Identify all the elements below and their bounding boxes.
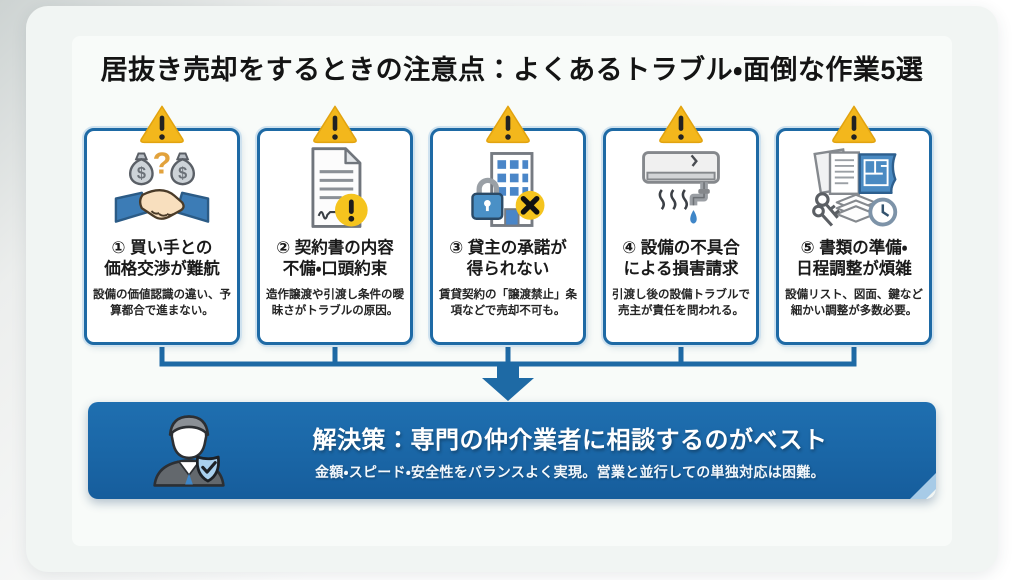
solution-title: 解決策：専門の仲介業者に相談するのがベスト — [312, 426, 828, 454]
trouble-card-3: ③ 貸主の承諾が 得られない 賃貸契約の「譲渡禁止」条項などで売却不可も。 — [430, 105, 586, 345]
documents-schedule-icon — [812, 148, 898, 227]
trouble-card-1: $ $ ? ① 買い手との 価格交渉が難航 設備の価値認識の違い、予算都合で進ま… — [84, 105, 240, 345]
card-description: 引渡し後の設備トラブルで売主が責任を問われる。 — [612, 289, 750, 318]
aircon-damage-icon — [642, 151, 720, 224]
card-description: 設備リスト、図面、鍵など細かい調整が多数必要。 — [785, 289, 923, 318]
solution-banner: 解決策：専門の仲介業者に相談するのがベスト 金額・スピード・安全性をバランスよく… — [88, 402, 936, 499]
solution-subtitle: 金額・スピード・安全性をバランスよく実現。営業と並行しての単独対応は困難。 — [315, 463, 825, 480]
card-title: ① 買い手との 価格交渉が難航 — [104, 239, 220, 279]
warning-triangle-icon — [140, 105, 184, 144]
warning-triangle-icon — [313, 105, 357, 144]
trouble-card-2: ② 契約書の内容 不備・口頭約束 造作譲渡や引渡し条件の曖昧さがトラブルの原因。 — [257, 105, 413, 345]
card-title: ③ 貸主の承諾が 得られない — [449, 239, 567, 279]
solution-text-block: 解決策：専門の仲介業者に相談するのがベスト 金額・スピード・安全性をバランスよく… — [234, 420, 936, 482]
card-title: ② 契約書の内容 不備・口頭約束 — [276, 239, 394, 279]
down-arrow-icon — [482, 364, 534, 401]
building-lock-icon — [471, 152, 545, 227]
page-curl-tip — [926, 489, 936, 499]
consultant-shield-icon — [153, 414, 225, 487]
warning-triangle-icon — [832, 105, 876, 144]
svg-text:$: $ — [178, 164, 187, 182]
card-title: ④ 設備の不具合 による損害請求 — [622, 239, 740, 279]
svg-text:?: ? — [153, 146, 172, 181]
contract-warning-icon — [311, 147, 368, 228]
card-title: ⑤ 書類の準備・ 日程調整が煩雑 — [796, 239, 912, 279]
card-description: 設備の価値認識の違い、予算都合で進まない。 — [93, 289, 231, 318]
card-description: 賃貸契約の「譲渡禁止」条項などで売却不可も。 — [439, 289, 577, 318]
svg-text:$: $ — [137, 164, 146, 182]
connector-lines — [159, 342, 857, 401]
trouble-card-5: ⑤ 書類の準備・ 日程調整が煩雑 設備リスト、図面、鍵など細かい調整が多数必要。 — [776, 105, 932, 345]
trouble-card-4: ④ 設備の不具合 による損害請求 引渡し後の設備トラブルで売主が責任を問われる。 — [603, 105, 759, 345]
page-title: 居抜き売却をするときの注意点：よくあるトラブル・面倒な作業5選 — [100, 55, 924, 85]
warning-triangle-icon — [486, 105, 530, 144]
handshake-money-icon: $ $ ? — [114, 146, 210, 223]
warning-triangle-icon — [659, 105, 703, 144]
card-description: 造作譲渡や引渡し条件の曖昧さがトラブルの原因。 — [266, 289, 404, 318]
